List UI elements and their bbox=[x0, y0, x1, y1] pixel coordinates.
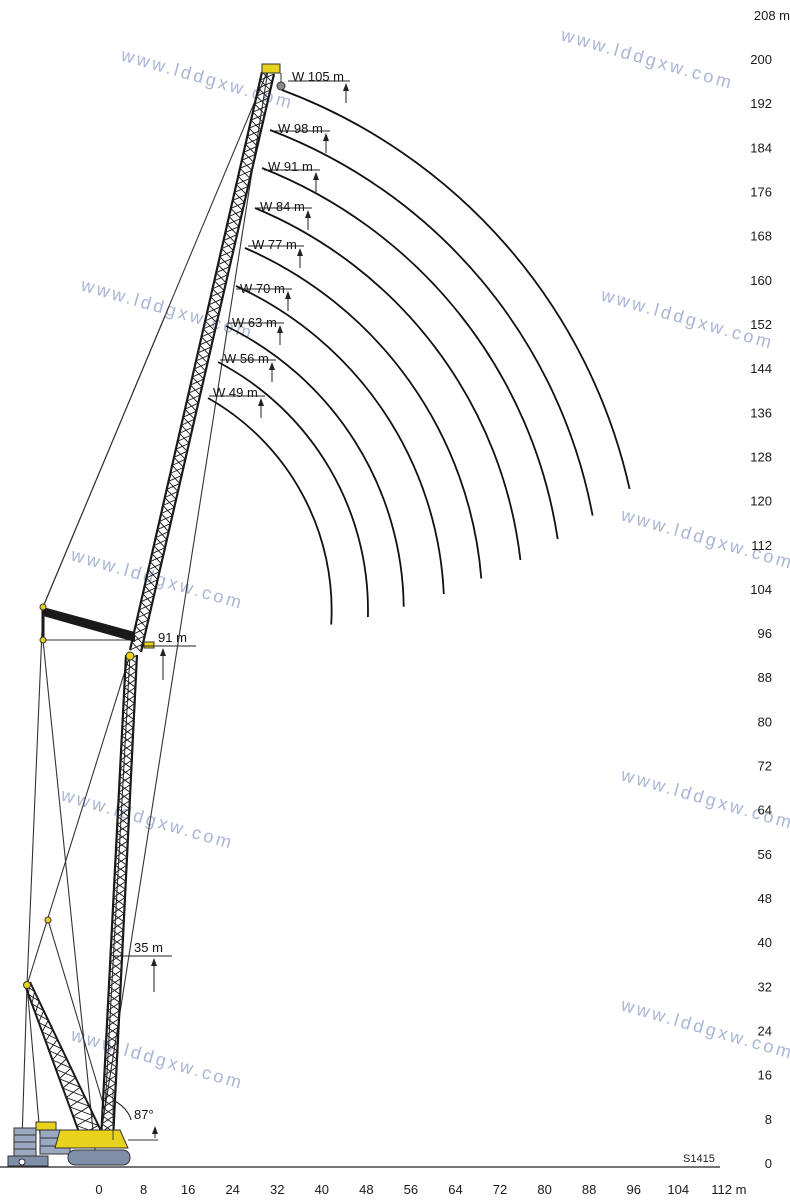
x-axis-ticks: 0 8 16 24 32 40 48 56 64 72 80 88 96 104 112 m bbox=[95, 1182, 746, 1197]
luffing-strut bbox=[39, 603, 135, 644]
y-tick-label: 184 bbox=[750, 140, 772, 155]
y-tick-label: 200 bbox=[750, 52, 772, 67]
x-tick-label: 24 bbox=[225, 1182, 239, 1196]
y-tick-label: 72 bbox=[758, 759, 772, 774]
y-tick-label: 16 bbox=[758, 1068, 772, 1083]
y-tick-label: 88 bbox=[758, 670, 772, 685]
jib-range-curve bbox=[207, 397, 333, 625]
watermark-text: www.lddgxw.com bbox=[58, 784, 237, 853]
main-boom bbox=[99, 654, 139, 1141]
y-tick-label: 40 bbox=[758, 935, 772, 950]
y-tick-label: 104 bbox=[750, 582, 772, 597]
working-range-curves: W 105 mW 98 mW 91 mW 84 mW 77 mW 70 mW 6… bbox=[207, 69, 631, 625]
watermark-text: www.lddgxw.com bbox=[558, 24, 737, 93]
x-tick-label: 48 bbox=[359, 1182, 373, 1196]
height-marker-lower: 35 m bbox=[113, 940, 172, 992]
watermark-text: www.lddgxw.com bbox=[118, 44, 297, 113]
jib-curve-label: W 91 m bbox=[268, 159, 313, 174]
y-tick-label: 144 bbox=[750, 361, 772, 376]
jib-range-curve bbox=[235, 285, 445, 595]
x-tick-label: 104 bbox=[667, 1182, 689, 1196]
y-tick-label: 24 bbox=[758, 1024, 772, 1039]
jib-curve-label: W 84 m bbox=[260, 199, 305, 214]
y-tick-label: 120 bbox=[750, 494, 772, 509]
y-tick-label: 64 bbox=[758, 803, 772, 818]
jib-range-curve bbox=[225, 325, 405, 607]
x-tick-label: 96 bbox=[626, 1182, 640, 1196]
y-tick-label: 32 bbox=[758, 979, 772, 994]
y-tick-label: 152 bbox=[750, 317, 772, 332]
jib-curve-label: W 77 m bbox=[252, 237, 297, 252]
guy-lines bbox=[21, 69, 269, 1151]
jib-curve-label: W 56 m bbox=[224, 351, 269, 366]
y-tick-label: 160 bbox=[750, 273, 772, 288]
x-tick-label: 16 bbox=[181, 1182, 195, 1196]
jib-range-curve bbox=[254, 207, 522, 561]
x-tick-label: 80 bbox=[537, 1182, 551, 1196]
jib-curve-arrowhead bbox=[297, 248, 303, 256]
boom-jib-joint bbox=[125, 641, 155, 661]
jib-curve-arrowhead bbox=[269, 362, 275, 370]
x-tick-label: 64 bbox=[448, 1182, 462, 1196]
x-tick-label: 8 bbox=[140, 1182, 147, 1196]
x-tick-label: 88 bbox=[582, 1182, 596, 1196]
y-tick-label: 176 bbox=[750, 184, 772, 199]
jib-curve-label: W 105 m bbox=[292, 69, 344, 84]
boom-angle-label: 87° bbox=[134, 1107, 154, 1122]
crawler-base bbox=[7, 1121, 158, 1167]
lower-boom-height-label: 35 m bbox=[134, 940, 163, 955]
y-tick-label: 96 bbox=[758, 626, 772, 641]
x-tick-label: 56 bbox=[404, 1182, 418, 1196]
jib-curve-arrowhead bbox=[277, 325, 283, 333]
jib-head bbox=[261, 63, 286, 91]
y-axis-ticks: 0 8 16 24 32 40 48 56 64 72 80 88 96 104 112 120 128 136 1… bbox=[750, 8, 790, 1171]
watermark-text: www.lddgxw.com bbox=[78, 274, 257, 343]
y-tick-label: 128 bbox=[750, 449, 772, 464]
y-tick-label: 48 bbox=[758, 891, 772, 906]
jib-range-curve bbox=[261, 167, 559, 540]
y-tick-label: 0 bbox=[765, 1156, 772, 1171]
jib-range-curve bbox=[244, 247, 483, 579]
jib-curve-label: W 49 m bbox=[213, 385, 258, 400]
luffing-jib bbox=[128, 71, 276, 653]
jib-range-curve bbox=[281, 89, 631, 490]
y-tick-label: 56 bbox=[758, 847, 772, 862]
drawing-code: S1415 bbox=[683, 1153, 715, 1165]
watermark-text: www.lddgxw.com bbox=[618, 764, 790, 833]
y-tick-label-top: 208 m bbox=[754, 8, 790, 23]
y-tick-label: 80 bbox=[758, 714, 772, 729]
watermark-text: www.lddgxw.com bbox=[68, 1024, 247, 1093]
jib-range-curve bbox=[217, 361, 369, 618]
y-tick-label: 8 bbox=[765, 1112, 772, 1127]
x-tick-label-last: 112 m bbox=[711, 1182, 746, 1196]
derrick-mast bbox=[23, 916, 104, 1136]
x-tick-label: 40 bbox=[315, 1182, 329, 1196]
y-tick-label: 112 bbox=[751, 538, 772, 553]
jib-curve-arrowhead bbox=[258, 398, 264, 406]
jib-curve-arrowhead bbox=[343, 83, 349, 91]
jib-curve-arrowhead bbox=[285, 291, 291, 299]
jib-curve-arrowhead bbox=[313, 172, 319, 180]
height-marker-upper: 91 m bbox=[140, 630, 196, 680]
x-tick-label: 0 bbox=[95, 1182, 102, 1196]
watermark-layer: www.lddgxw.com www.lddgxw.com www.lddgxw.c… bbox=[58, 24, 790, 1093]
upper-boom-height-label: 91 m bbox=[158, 630, 187, 645]
jib-curve-arrowhead bbox=[305, 210, 311, 218]
jib-curve-arrowhead bbox=[323, 133, 329, 141]
x-tick-label: 32 bbox=[270, 1182, 284, 1196]
jib-curve-label: W 98 m bbox=[278, 121, 323, 136]
y-tick-label: 136 bbox=[750, 405, 772, 420]
y-tick-label: 168 bbox=[750, 229, 772, 244]
y-tick-label: 192 bbox=[750, 96, 772, 111]
boom-angle-marker: 87° bbox=[112, 1090, 158, 1140]
jib-range-curve bbox=[269, 129, 594, 516]
x-tick-label: 72 bbox=[493, 1182, 507, 1196]
